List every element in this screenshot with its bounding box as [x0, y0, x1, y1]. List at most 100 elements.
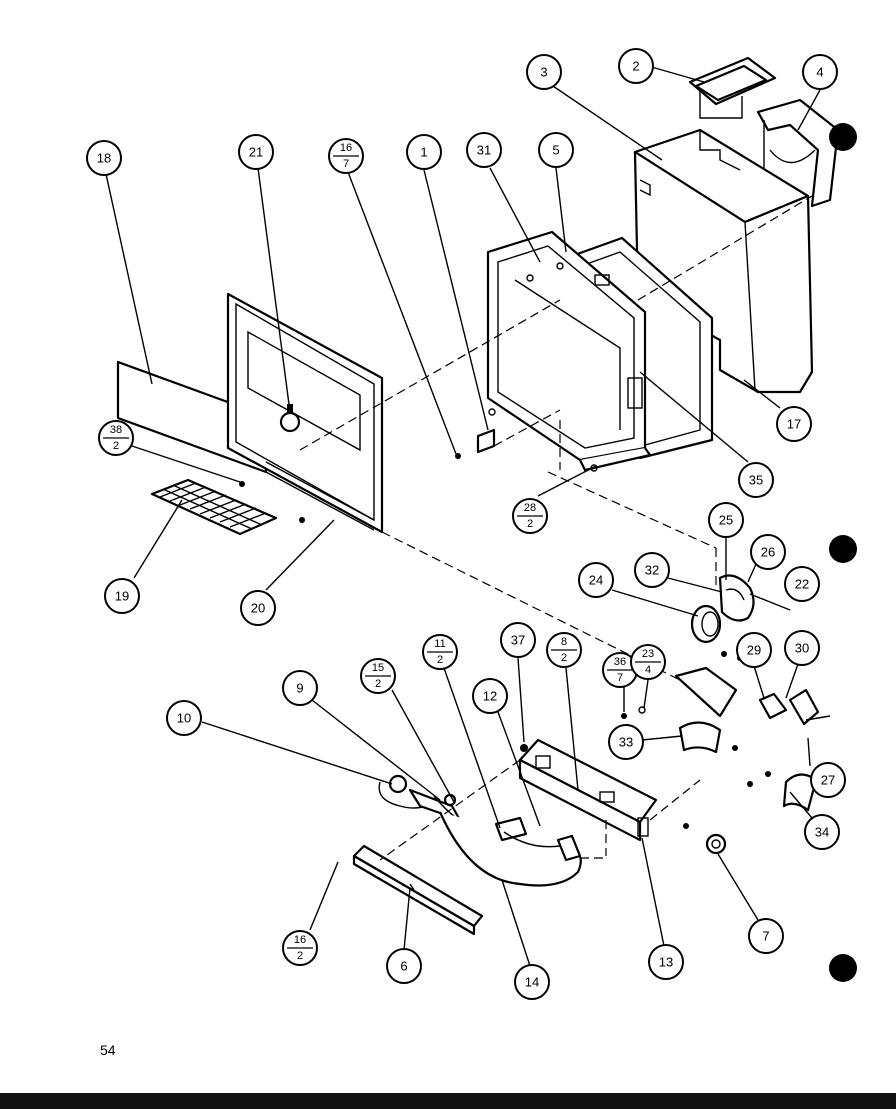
svg-text:2: 2	[375, 678, 381, 690]
callout-17: 17	[776, 406, 812, 442]
callout-28-2: 28 2	[512, 498, 548, 534]
callout-5: 5	[538, 132, 574, 168]
svg-text:2: 2	[437, 654, 443, 666]
svg-text:31: 31	[477, 143, 491, 158]
callout-9: 9	[282, 670, 318, 706]
svg-text:19: 19	[115, 589, 129, 604]
svg-text:30: 30	[795, 641, 809, 656]
reference-dot-3	[829, 954, 857, 982]
callout-24: 24	[578, 562, 614, 598]
svg-text:15: 15	[372, 662, 384, 674]
svg-text:5: 5	[552, 143, 559, 158]
part-3-housing	[633, 128, 814, 394]
svg-text:2: 2	[527, 518, 533, 530]
part-26-bracket	[718, 574, 791, 622]
callout-11-2: 11 2	[422, 634, 458, 670]
callout-38-2: 38 2	[98, 420, 134, 456]
callout-16-2: 16 2	[282, 930, 318, 966]
part-20-panel	[226, 292, 384, 534]
part-6-rail	[352, 844, 484, 936]
callout-22: 22	[784, 566, 820, 602]
svg-text:10: 10	[177, 711, 191, 726]
svg-text:12: 12	[483, 689, 497, 704]
part-35-bracket	[627, 377, 643, 409]
svg-text:7: 7	[617, 672, 623, 684]
svg-text:23: 23	[642, 648, 654, 660]
svg-text:17: 17	[787, 417, 801, 432]
svg-text:25: 25	[719, 513, 733, 528]
callout-8-2: 8 2	[546, 632, 582, 668]
callout-30: 30	[784, 630, 820, 666]
part-31-frame	[486, 230, 652, 472]
callout-3: 3	[526, 54, 562, 90]
svg-text:4: 4	[816, 65, 823, 80]
callout-7: 7	[748, 918, 784, 954]
svg-text:2: 2	[561, 652, 567, 664]
svg-text:32: 32	[645, 563, 659, 578]
part-19-grille	[150, 478, 278, 536]
svg-text:7: 7	[762, 929, 769, 944]
svg-text:29: 29	[747, 643, 761, 658]
callout-16-7: 16 7	[328, 138, 364, 174]
callout-32: 32	[634, 552, 670, 588]
svg-text:7: 7	[343, 158, 349, 170]
callout-29: 29	[736, 632, 772, 668]
svg-text:2: 2	[632, 59, 639, 74]
part-4-chute	[756, 98, 840, 208]
callout-25: 25	[708, 502, 744, 538]
assembly-dashed-lines	[299, 195, 813, 861]
callout-12: 12	[472, 678, 508, 714]
page-number: 54	[100, 1042, 116, 1058]
part-1-clip	[476, 428, 496, 454]
svg-text:1: 1	[420, 145, 427, 160]
callout-34: 34	[804, 814, 840, 850]
callout-4: 4	[802, 54, 838, 90]
callout-21: 21	[238, 134, 274, 170]
svg-text:4: 4	[645, 664, 651, 676]
callout-14: 14	[514, 964, 550, 1000]
callout-13: 13	[648, 944, 684, 980]
svg-text:24: 24	[589, 573, 603, 588]
svg-text:21: 21	[249, 145, 263, 160]
svg-text:26: 26	[761, 545, 775, 560]
svg-text:2: 2	[113, 440, 119, 452]
reference-dot-2	[829, 535, 857, 563]
svg-text:27: 27	[821, 773, 835, 788]
svg-text:33: 33	[619, 735, 633, 750]
svg-text:3: 3	[540, 65, 547, 80]
callout-33: 33	[608, 724, 644, 760]
callout-1: 1	[406, 134, 442, 170]
svg-text:6: 6	[400, 959, 407, 974]
callout-15-2: 15 2	[360, 658, 396, 694]
callout-26: 26	[750, 534, 786, 570]
svg-text:8: 8	[561, 636, 567, 648]
callout-23-4: 23 4	[630, 644, 666, 680]
part-13-channel	[518, 738, 658, 842]
svg-text:18: 18	[97, 151, 111, 166]
callout-27: 27	[810, 762, 846, 798]
leader-lines	[105, 65, 821, 967]
callout-19: 19	[104, 578, 140, 614]
svg-text:11: 11	[434, 638, 445, 650]
callout-35: 35	[738, 462, 774, 498]
svg-text:38: 38	[110, 424, 122, 436]
reference-dot-1	[829, 123, 857, 151]
svg-text:20: 20	[251, 601, 265, 616]
svg-text:22: 22	[795, 577, 809, 592]
svg-text:34: 34	[815, 825, 829, 840]
callout-20: 20	[240, 590, 276, 626]
part-7-ring	[705, 833, 727, 855]
callout-31: 31	[466, 132, 502, 168]
svg-text:35: 35	[749, 473, 763, 488]
part-actuator-group	[674, 666, 831, 812]
part-2-cap	[688, 56, 777, 119]
svg-text:9: 9	[296, 681, 303, 696]
svg-text:36: 36	[614, 656, 626, 668]
svg-text:14: 14	[525, 975, 539, 990]
page-margin	[0, 0, 38, 1093]
callout-2: 2	[618, 48, 654, 84]
callout-18: 18	[86, 140, 122, 176]
svg-text:2: 2	[297, 950, 303, 962]
svg-text:16: 16	[340, 142, 352, 154]
scan-bottom-edge	[0, 1093, 896, 1109]
